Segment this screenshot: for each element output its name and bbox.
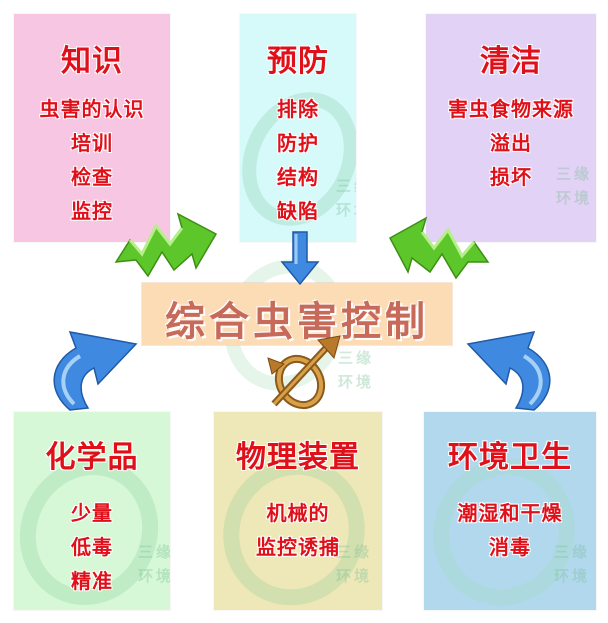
prevention-item: 排除	[277, 97, 319, 121]
cleaning-box: 清洁 害虫食物来源 溢出 损坏 三缘 环境	[426, 14, 596, 242]
cleaning-item: 溢出	[490, 131, 532, 155]
prevention-item: 结构	[277, 165, 319, 189]
prevention-title: 预防	[267, 44, 329, 79]
chemicals-item: 低毒	[71, 535, 113, 559]
knowledge-item: 检查	[71, 165, 113, 189]
knowledge-item: 监控	[71, 199, 113, 223]
prevention-item: 防护	[277, 131, 319, 155]
watermark-text: 三缘 环境	[336, 177, 356, 219]
environmental-hygiene-title: 环境卫生	[448, 440, 572, 475]
cleaning-item: 损坏	[490, 165, 532, 189]
blue-curved-arrow-icon	[53, 331, 138, 411]
blue-down-arrow-icon	[280, 231, 320, 286]
physical-devices-box: 物理装置 机械的 监控诱捕 三缘 环境	[214, 412, 382, 610]
watermark-text: 三缘 环境	[554, 543, 591, 585]
physical-devices-item: 监控诱捕	[256, 535, 340, 559]
integrated-pest-control-banner: 综合虫害控制	[142, 283, 452, 345]
chemicals-item: 精准	[71, 569, 113, 593]
prevention-box: 预防 排除 防护 结构 缺陷 三缘 环境	[240, 14, 356, 242]
physical-devices-list: 机械的 监控诱捕	[214, 496, 382, 564]
cleaning-item: 害虫食物来源	[448, 97, 574, 121]
knowledge-list: 虫害的认识 培训 检查 监控	[14, 92, 170, 228]
prevention-list: 排除 防护 结构 缺陷	[240, 92, 356, 228]
knowledge-box: 知识 虫害的认识 培训 检查 监控	[14, 14, 170, 242]
gold-knot-arrow-icon	[267, 335, 341, 410]
environmental-hygiene-item: 潮湿和干燥	[457, 501, 563, 525]
watermark-text: 三缘 环境	[556, 165, 593, 207]
environmental-hygiene-list: 潮湿和干燥 消毒	[424, 496, 596, 564]
watermark-text: 三缘 环境	[138, 543, 170, 585]
blue-curved-arrow-icon	[466, 331, 551, 411]
watermark-text: 三缘 环境	[338, 349, 375, 391]
chemicals-list: 少量 低毒 精准	[14, 496, 170, 598]
knowledge-item: 培训	[71, 131, 113, 155]
center-title: 综合虫害控制	[165, 299, 429, 345]
green-arrow-icon	[388, 216, 490, 280]
physical-devices-title: 物理装置	[236, 440, 360, 475]
knowledge-title: 知识	[61, 44, 123, 79]
prevention-item: 缺陷	[277, 199, 319, 223]
chemicals-title: 化学品	[45, 440, 139, 475]
green-arrow-icon	[114, 212, 218, 278]
cleaning-title: 清洁	[480, 44, 542, 79]
watermark-text: 三缘 环境	[336, 543, 373, 585]
knowledge-item: 虫害的认识	[39, 97, 145, 121]
environmental-hygiene-box: 环境卫生 潮湿和干燥 消毒 三缘 环境	[424, 412, 596, 610]
environmental-hygiene-item: 消毒	[489, 535, 531, 559]
chemicals-box: 化学品 少量 低毒 精准 三缘 环境	[14, 412, 170, 610]
cleaning-list: 害虫食物来源 溢出 损坏	[426, 92, 596, 194]
physical-devices-item: 机械的	[266, 501, 330, 525]
chemicals-item: 少量	[71, 501, 113, 525]
